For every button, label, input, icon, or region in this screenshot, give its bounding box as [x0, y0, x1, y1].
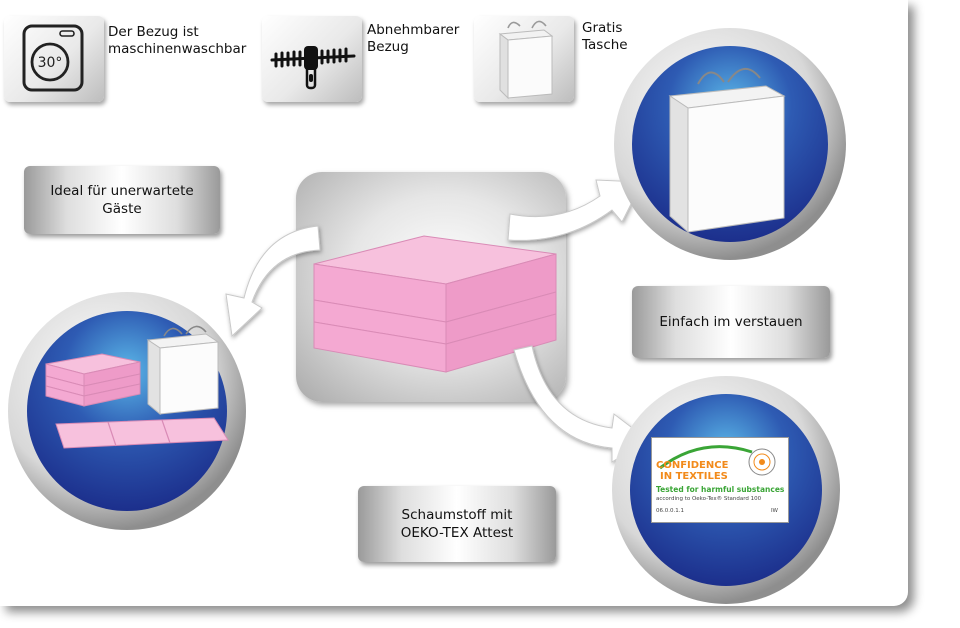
textile-seal-icon — [748, 448, 776, 476]
arrow-to-bag-disc — [507, 179, 643, 241]
disc-mattress-bag — [6, 290, 248, 532]
folded-mattress-icon — [313, 235, 557, 373]
cert-institute: IW — [770, 508, 778, 514]
cert-line1: CONFIDENCE — [656, 460, 729, 471]
zipper-icon — [270, 46, 356, 90]
feature-removable — [262, 16, 362, 102]
feature-bag-label: Gratis Tasche — [582, 20, 628, 53]
feature-removable-label: Abnehmbarer Bezug — [367, 22, 460, 55]
bag-icon — [498, 20, 554, 100]
callout-foam: Schaumstoff mit OEKO-TEX Attest — [358, 486, 556, 562]
cert-number: 06.0.0.1.1 — [656, 508, 684, 514]
cert-line3: Tested for harmful substances — [656, 485, 785, 494]
callout-guests: Ideal für unerwartete Gäste — [24, 166, 220, 234]
callout-storage: Einfach im verstauen — [632, 286, 830, 358]
cert-line2: IN TEXTILES — [660, 471, 728, 482]
feature-washable: 30° — [4, 16, 104, 102]
feature-washable-label: Der Bezug ist maschinenwaschbar — [108, 24, 247, 57]
washing-30-icon: 30° — [22, 24, 84, 92]
arrow-to-left-disc — [225, 225, 321, 338]
cert-line4: according to Oeko-Tex® Standard 100 — [656, 496, 762, 502]
feature-bag — [474, 16, 574, 102]
disc-bag — [612, 26, 848, 262]
wash-temp-label: 30° — [38, 55, 63, 71]
oeko-tex-certificate: CONFIDENCE IN TEXTILES Tested for harmfu… — [651, 437, 789, 523]
arrow-to-cert-disc — [513, 345, 649, 463]
